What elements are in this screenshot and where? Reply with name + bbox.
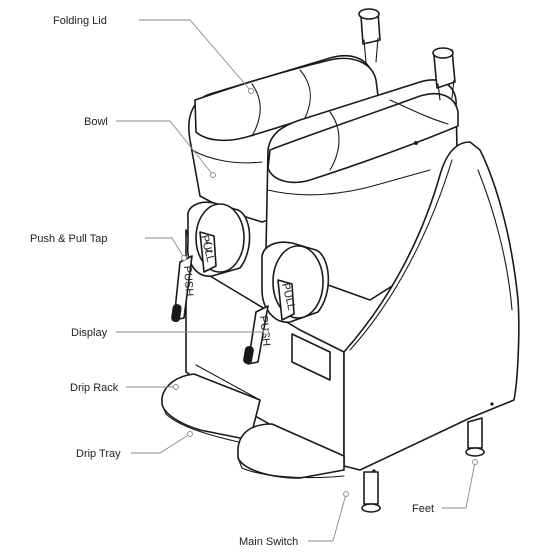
side-housing xyxy=(343,141,520,473)
label-push-pull-tap: Push & Pull Tap xyxy=(30,233,107,245)
label-drip-rack: Drip Rack xyxy=(70,382,119,394)
left-folding-lid xyxy=(194,8,381,142)
feet xyxy=(361,417,485,513)
left-tap-push-text: PUSH xyxy=(181,265,195,296)
leader-bowl xyxy=(116,120,214,176)
leader-feet xyxy=(442,461,476,509)
label-drip-tray: Drip Tray xyxy=(76,448,121,460)
leader-drip-tray xyxy=(131,433,191,454)
right-drip-tray xyxy=(237,423,345,479)
label-feet: Feet xyxy=(412,503,434,515)
left-tap-assembly: PULL PUSH xyxy=(171,201,251,323)
right-folding-lid xyxy=(267,47,459,184)
label-main-switch: Main Switch xyxy=(239,536,298,548)
display-panel xyxy=(291,333,331,381)
leader-folding-lid xyxy=(139,19,252,92)
label-bowl: Bowl xyxy=(84,116,108,128)
leader-push-pull-tap xyxy=(145,237,185,259)
drip-tray-assembly xyxy=(161,373,345,479)
label-display: Display xyxy=(71,327,108,339)
leader-main-switch xyxy=(308,493,347,542)
right-tap-assembly: PULL PUSH xyxy=(243,241,330,365)
leader-lines xyxy=(116,19,478,542)
machine-illustration: PULL PUSH PULL PUSH xyxy=(161,8,520,513)
labels: Folding Lid Bowl Push & Pull Tap Display… xyxy=(30,15,434,548)
label-folding-lid: Folding Lid xyxy=(53,15,107,27)
